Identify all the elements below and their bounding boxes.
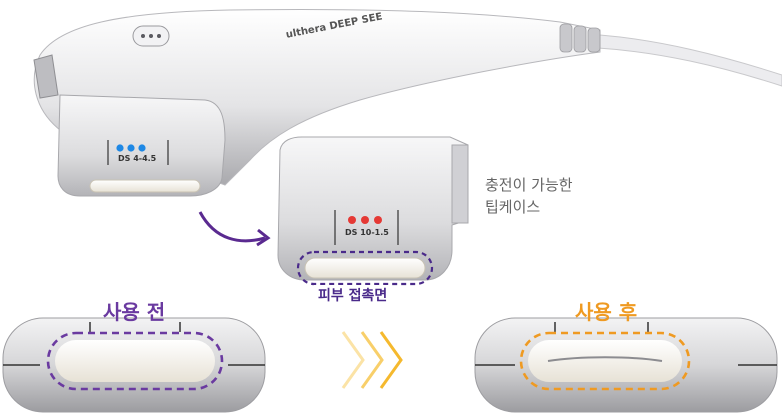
tip-case (277, 136, 469, 281)
cable (597, 34, 782, 87)
case-caption: 충전이 가능한 팁케이스 (485, 174, 573, 218)
blue-dot (138, 144, 146, 152)
before-outline (46, 331, 224, 391)
progress-chevrons (341, 331, 403, 389)
case-caption-line1: 충전이 가능한 (485, 176, 573, 194)
contact-outline (296, 250, 434, 286)
red-dot (374, 216, 382, 224)
left-tip-model: DS 4-4.5 (118, 154, 157, 163)
blue-dot (127, 144, 135, 152)
red-dot (361, 216, 369, 224)
after-outline (519, 331, 691, 391)
right-tip-model: DS 10-1.5 (345, 228, 389, 237)
before-use-label: 사용 전 (103, 300, 166, 324)
red-dot (348, 216, 356, 224)
curve-arrow (198, 211, 266, 243)
skin-contact-label: 피부 접촉면 (314, 285, 392, 305)
case-caption-line2: 팁케이스 (485, 198, 541, 216)
grip-ridges (559, 23, 601, 53)
after-use-label: 사용 후 (575, 300, 638, 324)
side-clip (33, 54, 59, 99)
blue-dot (116, 144, 124, 152)
